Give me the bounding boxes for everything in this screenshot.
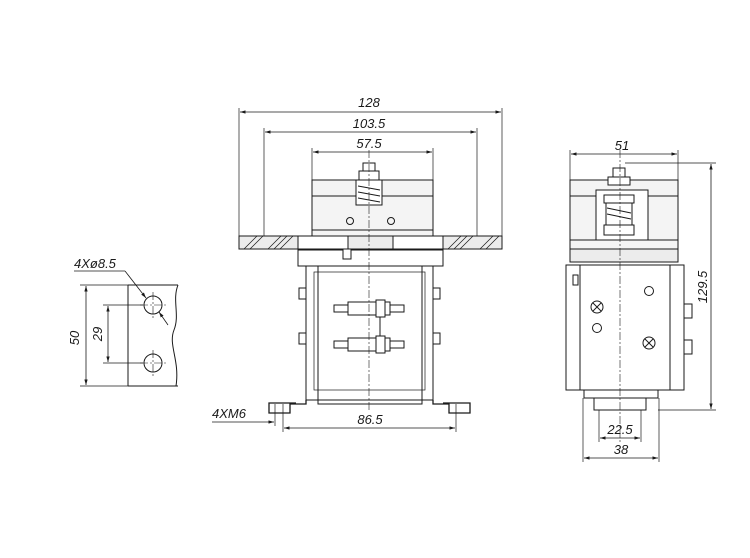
dim-outer-height-label: 50 (67, 330, 82, 345)
screw-hole (644, 286, 654, 296)
flange-gap-left (297, 235, 349, 250)
leader-line (124, 270, 147, 299)
dim-base-outer-label: 38 (614, 442, 629, 457)
side-terminal-stud (612, 167, 626, 178)
screw-hole (592, 323, 602, 333)
dim-overall-width-label: 128 (358, 95, 380, 110)
side-blade-terminal (683, 339, 693, 355)
coil-terminal-bottom (333, 335, 405, 354)
flange-gap-right (392, 235, 444, 250)
dim-mount-width-label: 103.5 (353, 116, 386, 131)
dim-foot-width-label: 86.5 (357, 412, 383, 427)
side-terminal-nut (607, 176, 631, 186)
flange-hatch-left (243, 235, 294, 250)
leader-line (158, 311, 169, 326)
dim-base-inner-label: 22.5 (606, 422, 633, 437)
side-terminal-washer (603, 194, 635, 204)
side-terminal-base (603, 224, 635, 236)
dim-hole-label: 4Xø8.5 (74, 256, 117, 271)
dim-foot-thread-label: 4XM6 (212, 406, 247, 421)
spring-coil (606, 213, 632, 220)
side-base (583, 389, 659, 399)
front-view: 128 103.5 57.5 86.5 4XM6 (212, 95, 503, 432)
cross-screw-mark (592, 302, 602, 312)
base-plate (317, 399, 423, 405)
side-stud (298, 332, 307, 345)
side-stud (432, 332, 441, 345)
side-stud (298, 287, 307, 300)
side-tab (572, 274, 579, 286)
side-stud (432, 287, 441, 300)
cross-screw (590, 300, 604, 314)
cap-screw-hole (346, 217, 354, 225)
hole-detail-break-line (171, 284, 179, 387)
flange-hatch-right (447, 235, 500, 250)
side-view: 51 129.5 22.5 38 (565, 138, 716, 462)
side-coil-body (565, 264, 685, 391)
hole-detail-view: 50 29 4Xø8.5 (67, 256, 179, 387)
coil-body (305, 265, 434, 401)
coil-collar (297, 249, 444, 267)
dim-cap-width-label: 57.5 (356, 136, 382, 151)
cap-screw-hole (387, 217, 395, 225)
mounting-flange (238, 235, 503, 250)
coil-inner (313, 271, 426, 391)
collar-tab (342, 248, 352, 260)
dim-side-height-label: 129.5 (695, 270, 710, 303)
side-blade-terminal (683, 303, 693, 319)
mounting-foot-left (268, 400, 307, 414)
side-flange (569, 248, 679, 263)
side-spring (605, 202, 633, 226)
mounting-foot-right (432, 400, 471, 414)
spring-coil (606, 207, 632, 214)
dim-hole-pitch-label: 29 (90, 327, 105, 342)
cross-screw (642, 336, 656, 350)
cross-screw-mark (644, 338, 654, 348)
dim-side-width-label: 51 (615, 138, 629, 153)
